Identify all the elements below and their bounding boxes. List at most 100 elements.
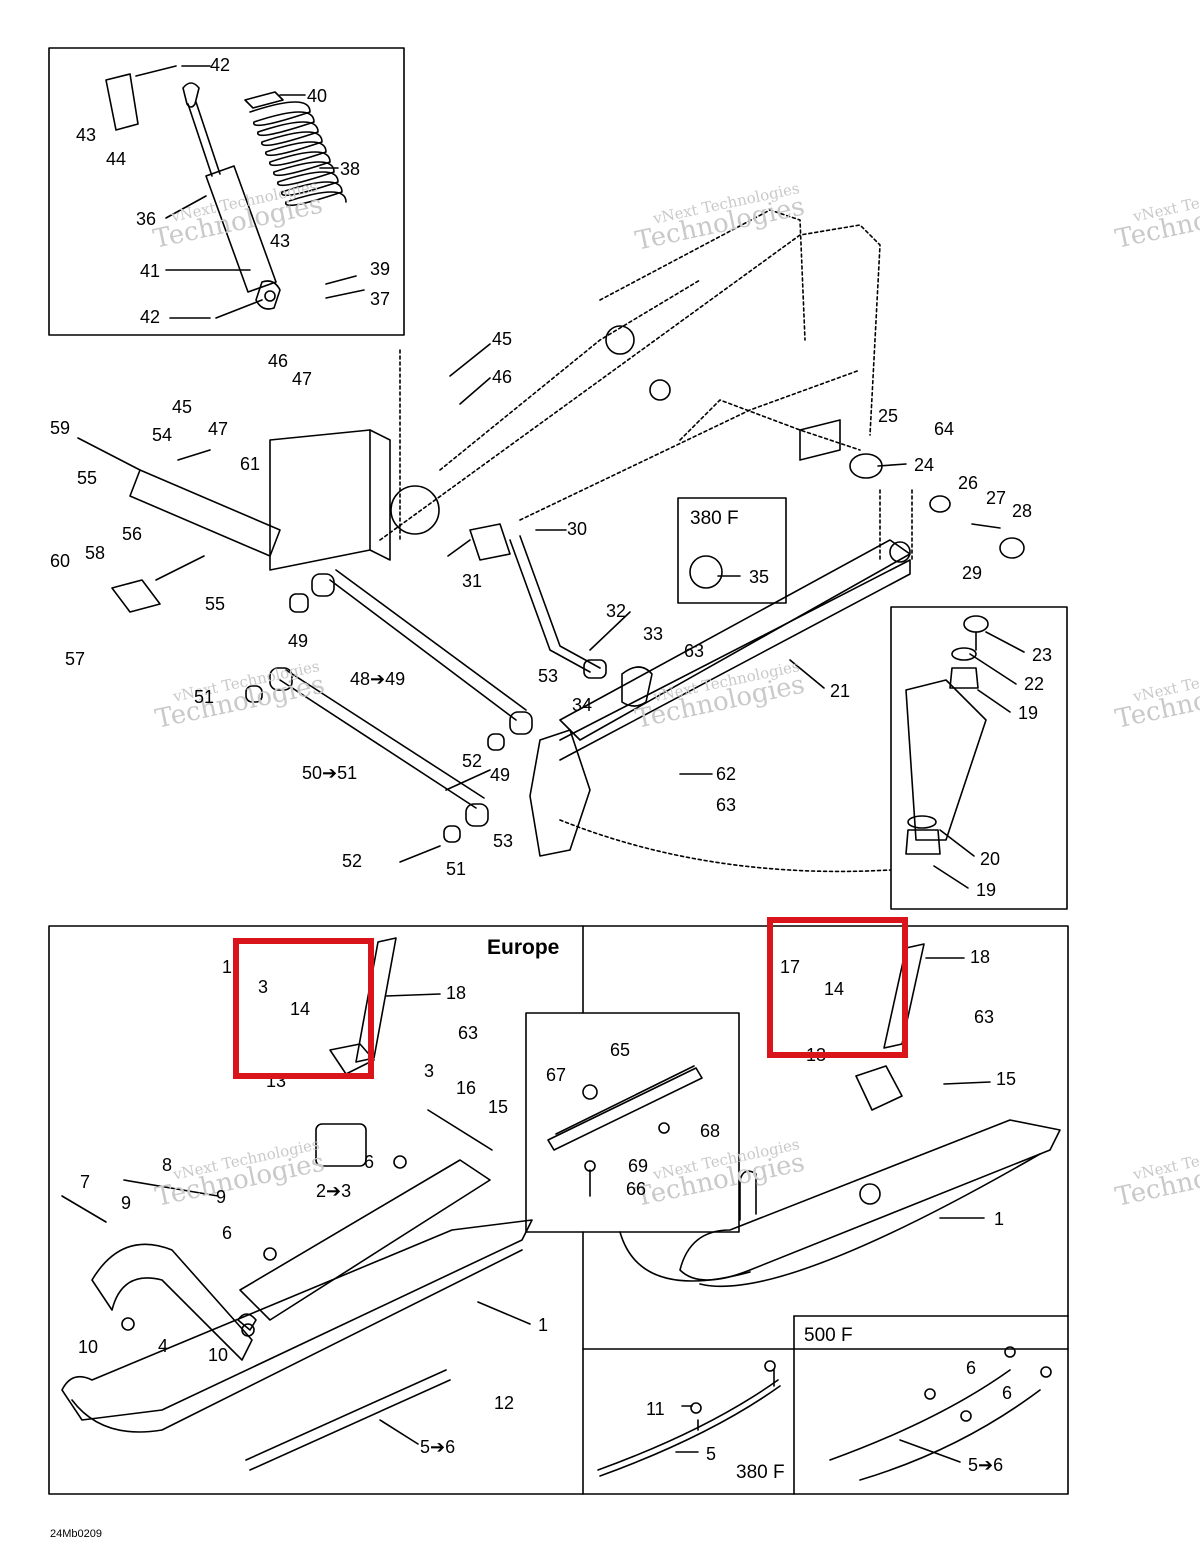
callout-label: 20	[980, 849, 1001, 869]
callout-label: 37	[370, 289, 391, 309]
callout-label: 11	[646, 1399, 665, 1419]
callout-label: 61	[240, 454, 261, 474]
callout-label: 6	[1002, 1383, 1013, 1403]
trailing-arms	[245, 569, 533, 863]
inset-title-europe: Europe	[487, 936, 560, 959]
callout-label: 5➔6	[420, 1437, 456, 1457]
callout-label: 31	[462, 571, 483, 591]
callout-label: 40	[307, 86, 328, 106]
callout-label: 1	[222, 957, 233, 977]
chassis-frame	[379, 209, 913, 873]
callout-label: 51	[194, 687, 215, 707]
callout-label: 51	[446, 859, 467, 879]
drawing-code: 24Mb0209	[50, 1528, 102, 1540]
callout-label: 65	[610, 1040, 631, 1060]
callout-label: 43	[76, 125, 97, 145]
callout-label: 7	[80, 1172, 91, 1192]
callout-label: 23	[1032, 645, 1053, 665]
callout-label: 10	[78, 1337, 99, 1357]
callout-label: 32	[606, 601, 627, 621]
callout-label: 3	[258, 977, 269, 997]
callout-label: 36	[136, 209, 157, 229]
callout-label: 22	[1024, 674, 1045, 694]
callout-label: 62	[716, 764, 737, 784]
callout-label: 42	[140, 307, 161, 327]
callout-label: 18	[970, 947, 991, 967]
callout-label: 46	[268, 351, 289, 371]
callout-label: 39	[370, 259, 391, 279]
callout-label: 12	[494, 1393, 515, 1413]
callout-label: 4	[158, 1336, 169, 1356]
callout-label: 6	[966, 1358, 977, 1378]
callout-label: 19	[1018, 703, 1039, 723]
callout-label: 19	[976, 880, 997, 900]
callout-label: 17	[780, 957, 801, 977]
callout-label: 47	[292, 369, 313, 389]
callout-label: 52	[342, 851, 363, 871]
callout-label: 66	[626, 1179, 647, 1199]
callout-label: 63	[716, 795, 737, 815]
callout-label: 59	[50, 418, 71, 438]
spindle-cross-shaft	[529, 539, 911, 857]
inset-title-500f-runner: 500 F	[804, 1325, 853, 1346]
callout-label: 43	[270, 231, 291, 251]
callout-label: 1	[538, 1315, 549, 1335]
bracket-inset-frame	[525, 1012, 740, 1233]
callout-label: 34	[572, 695, 593, 715]
kingpin-inset-frame	[890, 606, 1068, 910]
380f-ski	[679, 943, 1061, 1288]
callout-label: 63	[458, 1023, 479, 1043]
inset-title-380f-runner: 380 F	[736, 1462, 785, 1483]
callout-label: 55	[205, 594, 226, 614]
callout-label: 24	[914, 455, 935, 475]
callout-label: 56	[122, 524, 143, 544]
callout-label: 38	[340, 159, 361, 179]
callout-label: 55	[77, 468, 98, 488]
callout-label: 52	[462, 751, 483, 771]
callout-label: 63	[974, 1007, 995, 1027]
callout-label: 45	[172, 397, 193, 417]
callout-label: 6	[222, 1223, 233, 1243]
callout-label: 3	[424, 1061, 435, 1081]
callout-label: 15	[996, 1069, 1017, 1089]
callout-label: 15	[488, 1097, 509, 1117]
callout-label: 63	[684, 641, 705, 661]
callout-label: 27	[986, 488, 1007, 508]
callout-label: 46	[492, 367, 513, 387]
callout-label: 42	[210, 55, 231, 75]
callout-label: 21	[830, 681, 851, 701]
callout-label: 5➔6	[968, 1455, 1004, 1475]
europe-ski	[61, 937, 533, 1471]
callout-label: 5	[706, 1444, 717, 1464]
callout-label: 41	[140, 261, 161, 281]
callout-label: 26	[958, 473, 979, 493]
callout-label: 53	[493, 831, 514, 851]
callout-label: 16	[456, 1078, 477, 1098]
coil-spring	[244, 91, 347, 207]
callout-label: 10	[208, 1345, 229, 1365]
callout-label: 67	[546, 1065, 567, 1085]
callout-label: 64	[934, 419, 955, 439]
callout-label: 2➔3	[316, 1181, 352, 1201]
callout-label: 8	[162, 1155, 173, 1175]
highlight-box-europe	[233, 938, 374, 1079]
callout-label: 9	[216, 1187, 227, 1207]
callout-label: 49	[288, 631, 309, 651]
highlight-box-right	[767, 917, 908, 1058]
callout-label: 49	[490, 765, 511, 785]
callout-label: 58	[85, 543, 106, 563]
callout-label: 29	[962, 563, 983, 583]
callout-label: 14	[290, 999, 311, 1019]
380f-plug-inset-frame	[677, 497, 787, 604]
callout-label: 35	[749, 567, 770, 587]
callout-label: 54	[152, 425, 173, 445]
shock-absorber-inset-frame	[48, 47, 405, 336]
callout-label: 14	[824, 979, 845, 999]
steering-column	[447, 523, 653, 707]
callout-label: 6	[364, 1152, 375, 1172]
callout-label: 9	[121, 1193, 132, 1213]
shock-absorber	[182, 82, 281, 310]
callout-label: 69	[628, 1156, 649, 1176]
